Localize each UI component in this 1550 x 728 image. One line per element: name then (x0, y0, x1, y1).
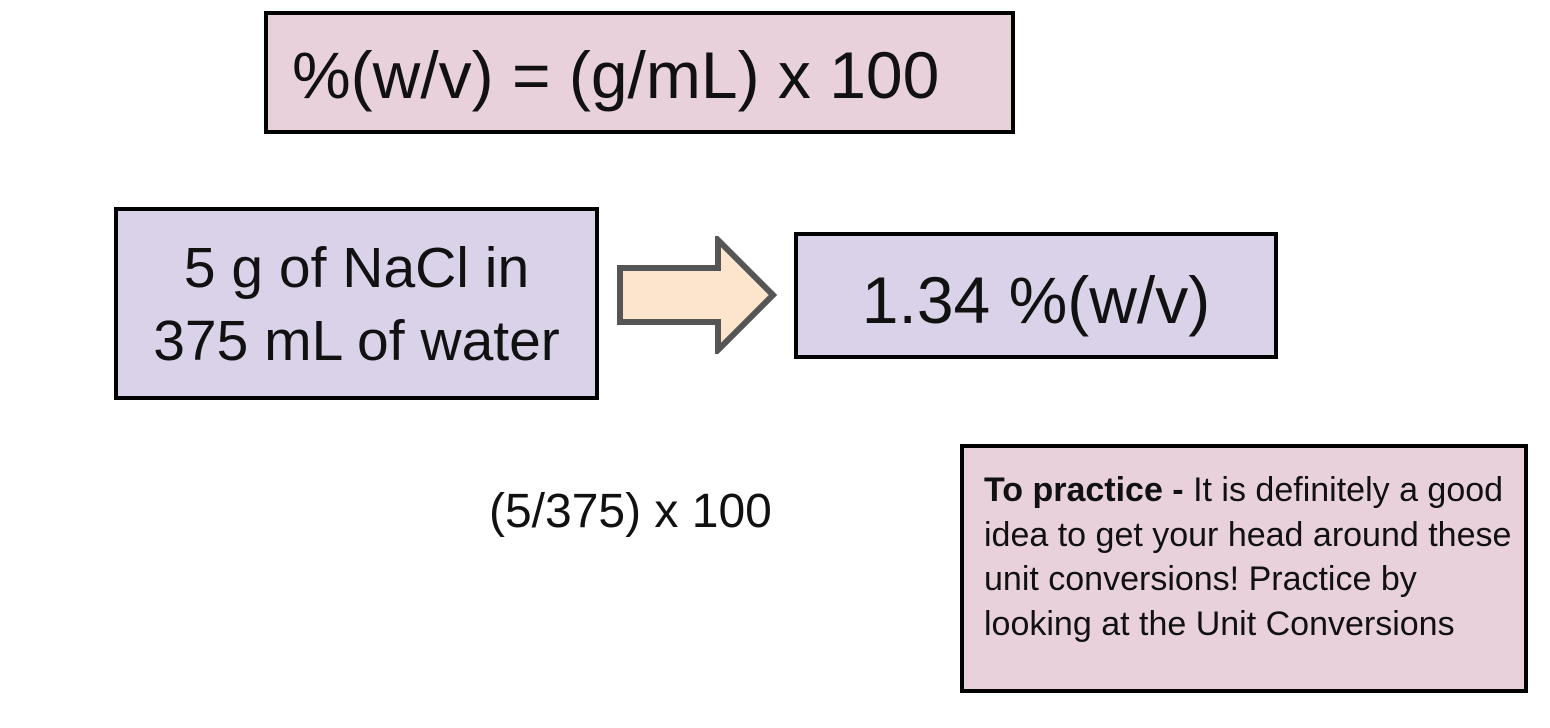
result-text: 1.34 %(w/v) (861, 263, 1211, 337)
formula-text: %(w/v) = (g/mL) x 100 (292, 38, 940, 112)
given-line-2: 375 mL of water (153, 309, 560, 373)
right-arrow-icon (617, 236, 778, 354)
practice-body: It is definitely a good idea to get your… (984, 471, 1512, 643)
practice-label: To practice - (984, 471, 1184, 509)
given-quantity-box: 5 g of NaCl in 375 mL of water (114, 207, 599, 400)
given-line-1: 5 g of NaCl in (183, 236, 530, 300)
practice-note-text: To practice - It is definitely a good id… (984, 468, 1514, 646)
formula-box: %(w/v) = (g/mL) x 100 (264, 11, 1015, 134)
result-box: 1.34 %(w/v) (794, 232, 1278, 359)
practice-note-box: To practice - It is definitely a good id… (960, 444, 1528, 693)
calculation-text: (5/375) x 100 (489, 485, 772, 538)
